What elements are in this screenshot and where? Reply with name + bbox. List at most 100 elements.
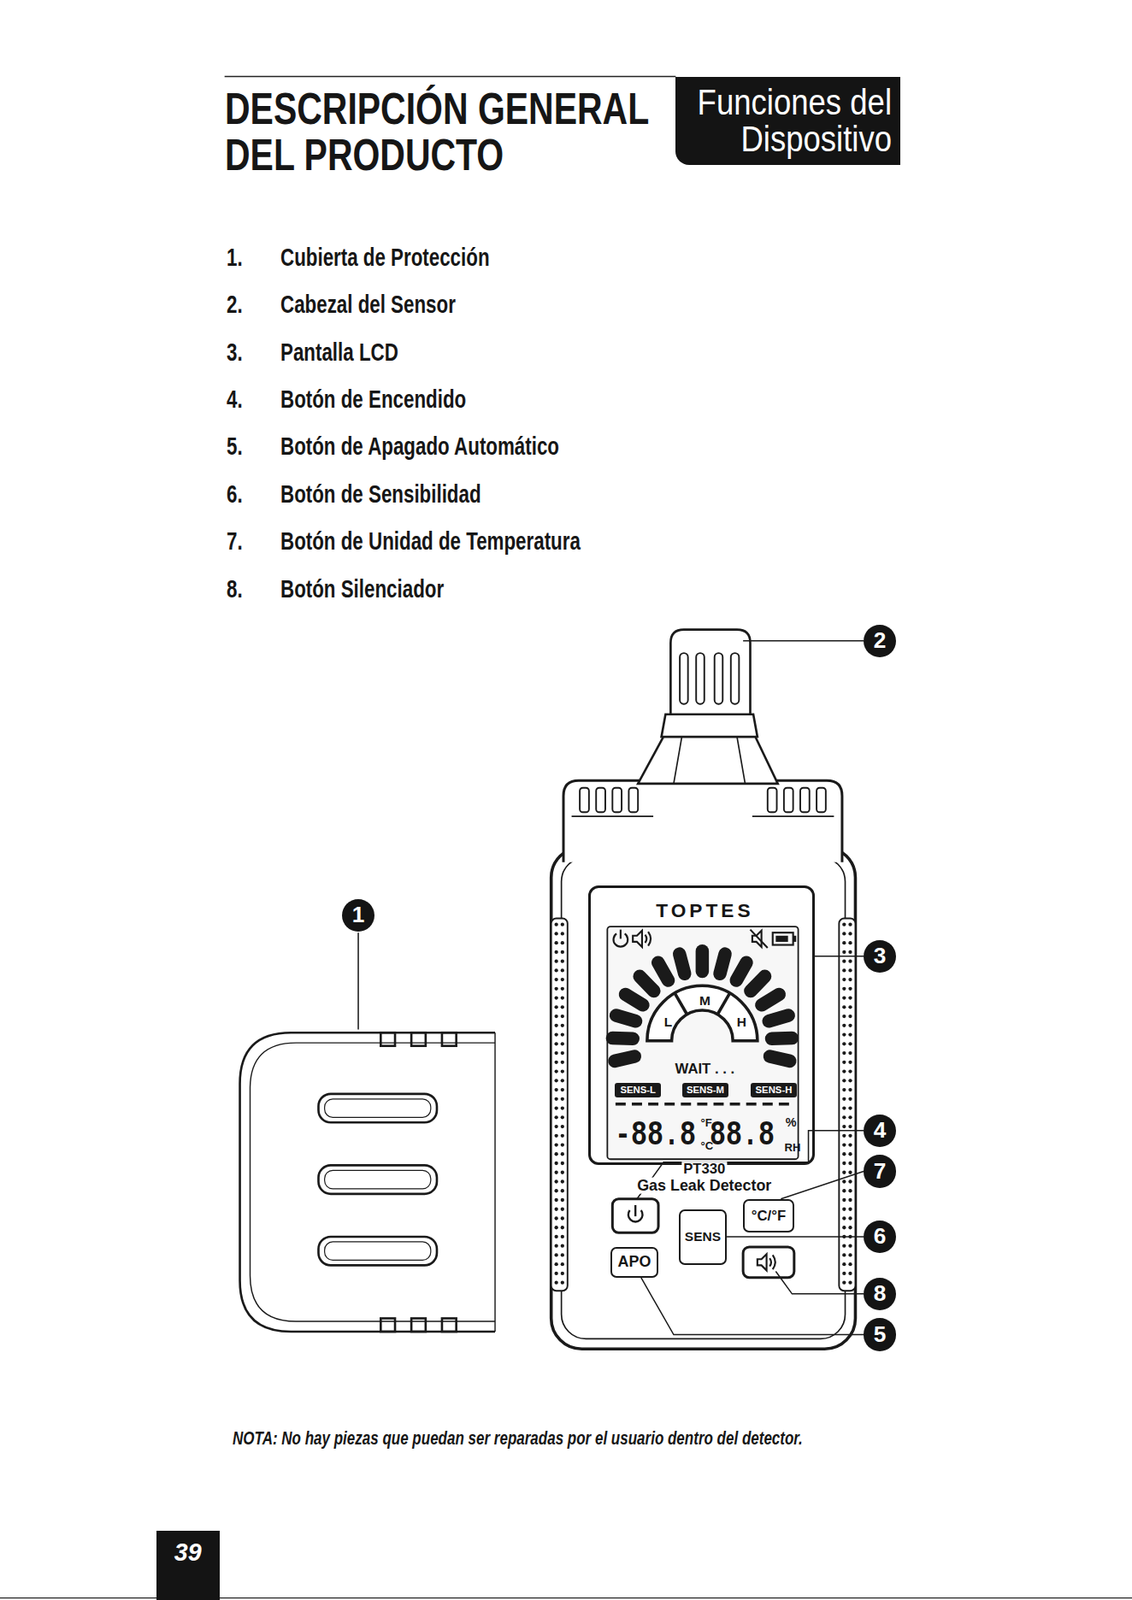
- grip-dot: [554, 1014, 559, 1019]
- gauge-bar: [612, 1031, 633, 1046]
- sensor-slot: [714, 653, 724, 705]
- grip-dot: [848, 1088, 852, 1092]
- page-number-box: 39: [156, 1531, 220, 1600]
- cover-notch: [442, 1032, 457, 1047]
- grip-dot: [848, 1024, 852, 1028]
- grip-dot: [560, 1097, 565, 1102]
- grip-dot: [554, 1061, 559, 1065]
- sensor-neck-line: [673, 736, 746, 785]
- list-number: 2.: [226, 291, 243, 318]
- grip-dot: [842, 1198, 846, 1203]
- top-rule: [224, 76, 677, 77]
- grip-dot: [848, 1106, 852, 1110]
- vent: [816, 788, 826, 814]
- grip-dot: [560, 996, 565, 1000]
- grip-dot: [560, 1069, 565, 1074]
- sensitivity-indicator: SENS-H: [750, 1083, 797, 1098]
- grip-dot: [554, 1106, 559, 1110]
- callout-number: 2: [863, 624, 897, 658]
- grip-dot: [554, 923, 559, 927]
- callout-number: 7: [863, 1155, 897, 1188]
- grip-dot: [842, 1088, 846, 1092]
- grip-dot: [842, 1171, 846, 1175]
- grip-dot: [560, 923, 565, 927]
- bracket-line: [571, 815, 835, 818]
- grip-dot: [848, 1272, 852, 1276]
- grip-dot: [554, 1078, 559, 1083]
- button-label: °C/°F: [751, 1208, 786, 1225]
- callout-digit: 6: [873, 1225, 887, 1250]
- grip-dot: [848, 1189, 852, 1193]
- ring-divider: [717, 993, 730, 1015]
- gauge-bar: [772, 1031, 793, 1046]
- cover-notch: [411, 1318, 426, 1333]
- grip-dot: [554, 1198, 559, 1203]
- list-number: 7.: [226, 528, 243, 555]
- grip-dot: [848, 968, 852, 973]
- grip-dot: [842, 1244, 846, 1249]
- grip-dot: [554, 1235, 559, 1239]
- leader-line: [780, 1172, 864, 1200]
- grip-dot: [842, 1032, 846, 1037]
- note-text: NOTA: No hay piezas que puedan ser repar…: [232, 1428, 803, 1450]
- indicator-text: SENS-L: [619, 1085, 656, 1097]
- grip-dot: [842, 1134, 846, 1138]
- grip-dot: [848, 959, 852, 963]
- grip-dot: [842, 968, 846, 973]
- grip-dot: [560, 1125, 565, 1129]
- lcd-text: %: [785, 1116, 797, 1130]
- grip-dot: [842, 1078, 846, 1083]
- sensor-cap: [670, 630, 750, 715]
- vent: [767, 788, 778, 814]
- sensor-slot: [731, 653, 740, 705]
- grip-dot: [848, 1226, 852, 1230]
- power-icon: [634, 1205, 637, 1217]
- list-number: 6.: [226, 481, 243, 508]
- grip-dot: [554, 931, 559, 936]
- part-name: Pantalla LCD: [280, 339, 399, 366]
- gauge-bar: [736, 962, 747, 981]
- lcd-display: [607, 926, 798, 1160]
- grip-dot: [842, 1272, 846, 1276]
- cover-inner-line: [249, 1043, 496, 1322]
- button-label: APO: [618, 1254, 652, 1271]
- grip-dot: [560, 1198, 565, 1203]
- grip-dot: [554, 1226, 559, 1230]
- grip-dot: [560, 1024, 565, 1028]
- grip-dot: [554, 1272, 559, 1276]
- grip-dot: [848, 1115, 852, 1120]
- grip-dot: [560, 1179, 565, 1184]
- grip-dot: [842, 1208, 846, 1212]
- gauge-bar: [616, 1015, 637, 1022]
- body-outline: [551, 847, 856, 1350]
- power-icon: [619, 930, 622, 940]
- leader-lines: [358, 641, 864, 1295]
- grip-dot: [842, 1152, 846, 1156]
- grip-dot: [554, 1208, 559, 1212]
- cover-slot-inner: [324, 1170, 431, 1189]
- grip-dot: [842, 941, 846, 945]
- grip-dot: [842, 1005, 846, 1009]
- grip-dot: [842, 1061, 846, 1065]
- grip-dot: [848, 1253, 852, 1257]
- sensor-slot: [679, 653, 689, 705]
- callout-digit: 7: [873, 1160, 887, 1185]
- grip-dot: [848, 996, 852, 1000]
- lcd-text: 88.8: [709, 1117, 775, 1155]
- gauge-bar: [719, 954, 726, 974]
- grip-dot: [848, 1198, 852, 1203]
- grip-dot: [560, 1088, 565, 1092]
- grip-dot: [554, 1171, 559, 1175]
- grip-dot: [554, 1143, 559, 1147]
- callout-digit: 1: [352, 903, 366, 928]
- list-number: 1.: [226, 244, 243, 271]
- grip-dot: [560, 950, 565, 955]
- grip-dot: [560, 1235, 565, 1239]
- battery-tip: [793, 936, 797, 943]
- grip-dot: [842, 987, 846, 991]
- callout-digit: 2: [873, 629, 887, 654]
- grip-dot: [560, 1244, 565, 1249]
- grip-dot: [554, 1244, 559, 1249]
- grip-dot: [554, 978, 559, 982]
